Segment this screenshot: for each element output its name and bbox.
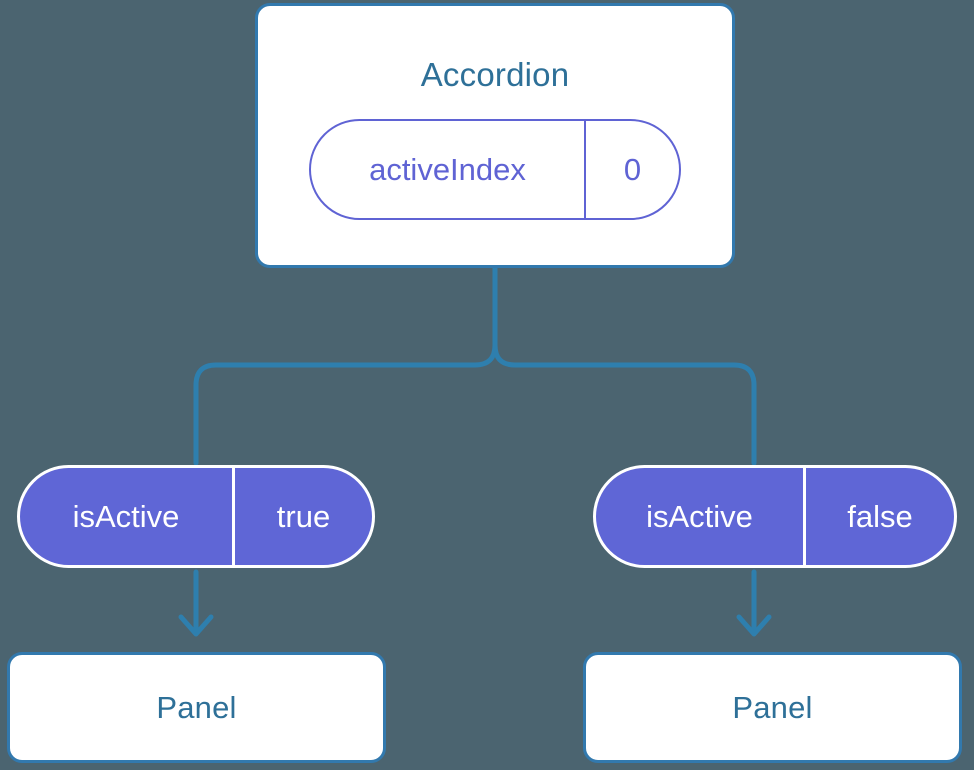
connector-right-branch	[492, 265, 757, 466]
prop-pill-is-active-false[interactable]: isActive false	[593, 465, 957, 568]
panel-card-title: Panel	[156, 690, 237, 725]
prop-pill-is-active-true[interactable]: isActive true	[17, 465, 375, 568]
panel-component-card-left[interactable]: Panel	[7, 652, 386, 763]
state-pill-key: activeIndex	[311, 121, 586, 218]
arrow-left-down-icon	[178, 569, 214, 637]
connector-left-branch	[193, 265, 498, 466]
state-pill-active-index[interactable]: activeIndex 0	[309, 119, 681, 220]
panel-component-card-right[interactable]: Panel	[583, 652, 962, 763]
panel-card-title: Panel	[732, 690, 813, 725]
accordion-card-title: Accordion	[420, 56, 570, 93]
arrow-right-down-icon	[736, 569, 772, 637]
prop-pill-value: false	[847, 498, 913, 534]
prop-pill-key: isActive	[20, 468, 235, 565]
state-pill-value: 0	[623, 151, 642, 187]
prop-pill-key: isActive	[596, 468, 806, 565]
prop-pill-value: true	[276, 498, 331, 534]
